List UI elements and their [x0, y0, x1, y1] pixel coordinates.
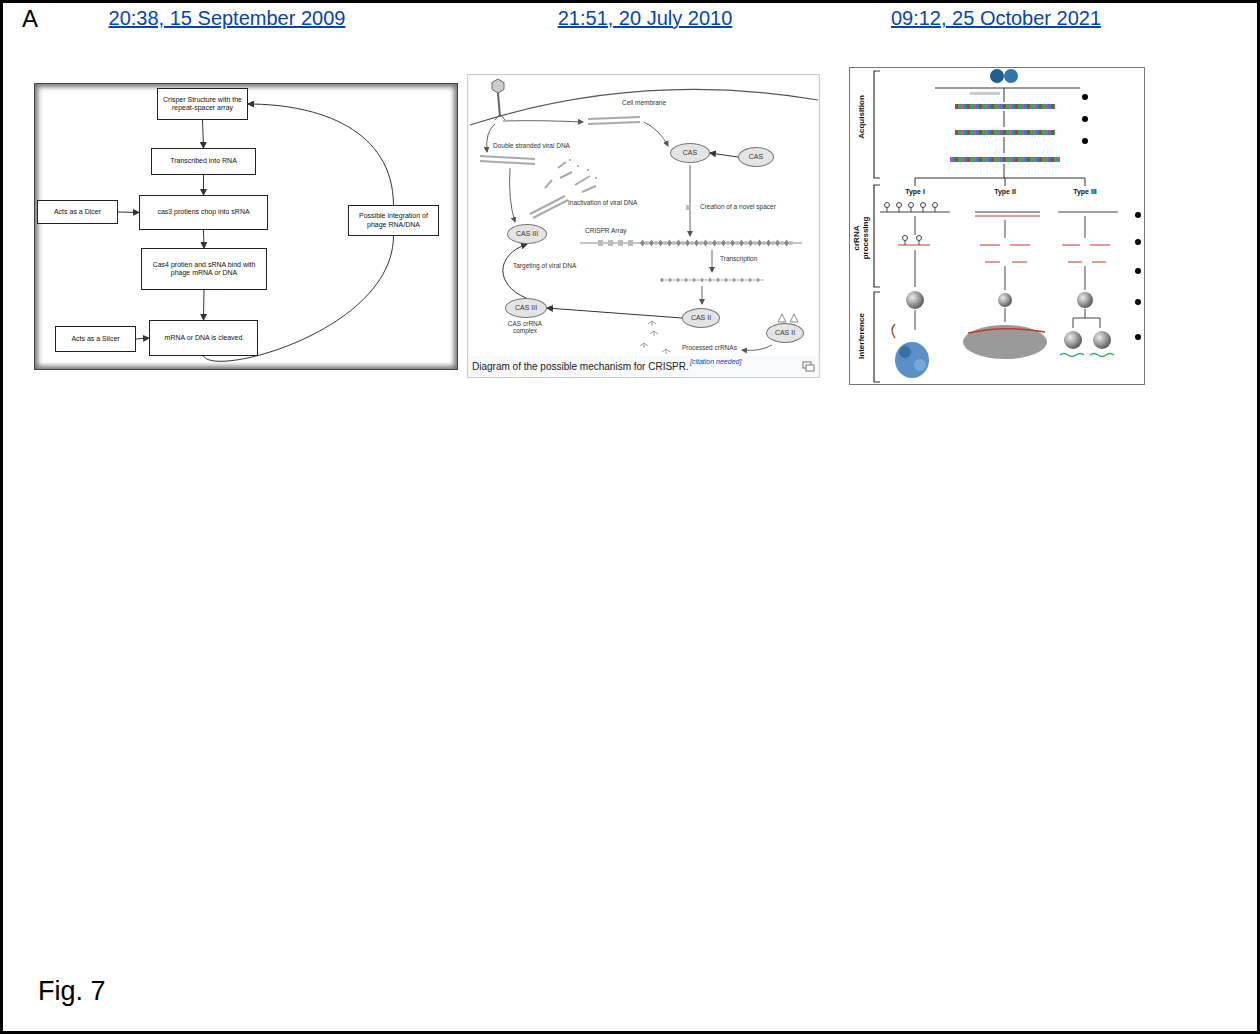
node-text: CAS III: [515, 304, 537, 312]
label-text: Cell membrane: [622, 99, 666, 106]
protein-ellipse: CAS III: [507, 224, 547, 244]
connector-arrow: [118, 212, 139, 214]
label-text: Fig. 7: [38, 976, 106, 1007]
label-text: Transcription: [720, 255, 757, 262]
label-text: Type I: [905, 188, 925, 196]
label-text: Type III: [1073, 188, 1097, 196]
node-text: CAS II: [775, 329, 795, 337]
node-text: CAS: [749, 153, 763, 161]
label-text: 09:12, 25 October 2021: [891, 7, 1101, 30]
node-text: Cas4 protien and sRNA bind with phage mR…: [144, 261, 264, 277]
process-box: Cas4 protien and sRNA bind with phage mR…: [141, 248, 267, 290]
label-text: CAS crRNA complex: [505, 320, 545, 335]
process-box: Crisper Structure with the repeat-spacer…: [157, 88, 248, 120]
node-text: Acts as a Silcer: [71, 335, 119, 343]
label-text: Interference: [857, 313, 866, 359]
process-box: cas3 protiens chop into sRNA: [139, 195, 268, 230]
protein-ellipse: CAS III: [505, 298, 547, 318]
label-text: crRNA processing: [852, 207, 870, 269]
node-text: Crisper Structure with the repeat-spacer…: [160, 96, 245, 112]
label-text: 21:51, 20 July 2010: [558, 7, 733, 30]
node-text: Acts as a Dicer: [54, 208, 101, 216]
label-text: A: [22, 5, 38, 33]
connector-arrow: [203, 175, 204, 195]
label-text: CRISPR Array: [585, 227, 627, 234]
protein-ellipse: CAS II: [766, 323, 804, 343]
node-text: CAS III: [516, 230, 538, 238]
connector-arrow: [547, 308, 682, 318]
label-text: [citation needed]: [690, 358, 741, 366]
node-text: CAS: [683, 149, 697, 157]
label-text: Creation of a novel spacer: [700, 203, 776, 210]
connector-arrow: [203, 290, 205, 320]
connector-arrow: [710, 153, 738, 157]
label-text: Processed crRNAs: [682, 344, 737, 351]
label-text: Acquisition: [857, 95, 866, 139]
node-text: Possible integration of phage RNA/DNA: [351, 212, 436, 228]
label-text: 20:38, 15 September 2009: [109, 7, 346, 30]
label-text: Diagram of the possible mechanism for CR…: [472, 361, 689, 373]
protein-ellipse: CAS II: [682, 308, 720, 328]
connector-arrow: [503, 244, 527, 298]
protein-ellipse: CAS: [670, 143, 710, 163]
process-box: Possible integration of phage RNA/DNA: [348, 205, 439, 236]
label-text: Type II: [994, 188, 1016, 196]
connector-arrow: [248, 104, 394, 205]
process-box: Acts as a Dicer: [37, 200, 118, 224]
node-text: mRNA or DNA is cleaved: [165, 334, 243, 342]
node-text: Transcribed into RNA: [170, 157, 237, 165]
connector-arrow: [136, 338, 149, 339]
label-text: Double stranded viral DNA: [493, 142, 570, 149]
node-text: CAS II: [691, 314, 711, 322]
connector-arrow: [203, 230, 205, 248]
edge-label: Targeting of viral DNA: [513, 262, 576, 269]
process-box: Acts as a Silcer: [55, 326, 136, 352]
process-box: mRNA or DNA is cleaved: [149, 320, 258, 356]
protein-ellipse: CAS: [738, 147, 774, 167]
node-text: cas3 protiens chop into sRNA: [157, 208, 249, 216]
label-text: Inactivation of viral DNA: [568, 199, 637, 206]
process-box: Transcribed into RNA: [151, 148, 256, 175]
connector-arrow: [203, 120, 204, 148]
